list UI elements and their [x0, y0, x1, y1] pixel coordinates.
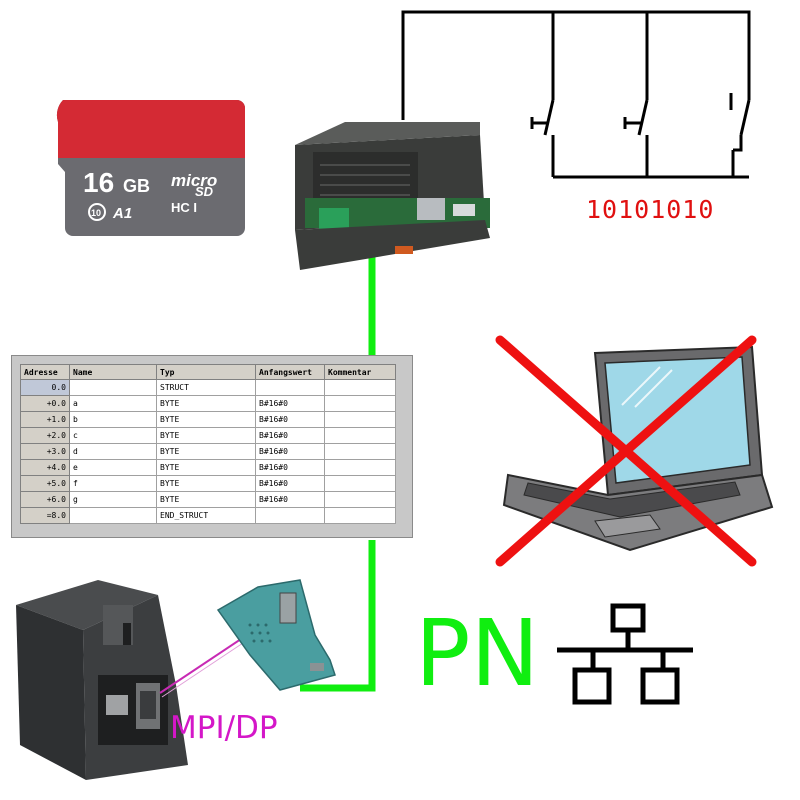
db-cell-name: f [69, 475, 157, 492]
db-cell-name [69, 507, 157, 524]
db-cell-name: a [69, 395, 157, 412]
db-cell-comment [324, 443, 396, 460]
db-cell-type: BYTE [156, 411, 256, 428]
db-col-header-name: Name [69, 364, 157, 380]
table-row: 0.0 STRUCT [20, 379, 396, 396]
db-col-header-address: Adresse [20, 364, 70, 380]
db-cell-comment [324, 475, 396, 492]
db-cell-type: BYTE [156, 491, 256, 508]
sd-capacity: 16 [83, 167, 114, 198]
db-cell-initial: B#16#0 [255, 459, 325, 476]
network-topology-icon [557, 603, 693, 705]
db-cell-initial [255, 507, 325, 524]
db-cell-comment [324, 395, 396, 412]
db-cell-address: +1.0 [20, 411, 70, 428]
db-cell-comment [324, 427, 396, 444]
switch-circuit-icon [401, 10, 751, 179]
gateway-device-icon [295, 122, 490, 270]
db-cell-address: +4.0 [20, 459, 70, 476]
switch-bits-label: 10101010 [586, 195, 715, 224]
db-cell-address: +3.0 [20, 443, 70, 460]
db-cell-type: BYTE [156, 475, 256, 492]
sd-brand-line1: micro [171, 171, 217, 190]
db-cell-type: STRUCT [156, 379, 256, 396]
db-cell-name: e [69, 459, 157, 476]
sd-class-mark: 10 [91, 208, 101, 218]
db-cell-address: =8.0 [20, 507, 70, 524]
db-cell-name: g [69, 491, 157, 508]
sd-app-class: A1 [112, 205, 132, 222]
db-table-window: Adresse Name Typ Anfangswert Kommentar 0… [11, 355, 413, 538]
sd-card-icon: 16 GB micro SD HC I 10 A1 [56, 100, 245, 236]
db-cell-initial: B#16#0 [255, 475, 325, 492]
pn-label: PN [415, 600, 540, 707]
db-col-header-initial: Anfangswert [255, 364, 325, 380]
db-cell-name: b [69, 411, 157, 428]
mpi-adapter-icon [159, 579, 336, 698]
db-table: Adresse Name Typ Anfangswert Kommentar 0… [20, 364, 396, 524]
db-cell-type: END_STRUCT [156, 507, 256, 524]
db-cell-comment [324, 379, 396, 396]
db-cell-comment [324, 411, 396, 428]
db-table-header-row: Adresse Name Typ Anfangswert Kommentar [20, 364, 396, 380]
sd-hc-mark: HC I [171, 200, 197, 215]
db-cell-name: c [69, 427, 157, 444]
db-cell-address: 0.0 [20, 379, 70, 396]
db-cell-initial: B#16#0 [255, 443, 325, 460]
db-cell-comment [324, 491, 396, 508]
db-cell-name: d [69, 443, 157, 460]
db-cell-type: BYTE [156, 395, 256, 412]
db-cell-address: +5.0 [20, 475, 70, 492]
db-cell-initial: B#16#0 [255, 491, 325, 508]
db-col-header-type: Typ [156, 364, 256, 380]
plc-cpu-icon [16, 580, 188, 780]
db-cell-initial [255, 379, 325, 396]
db-cell-initial: B#16#0 [255, 411, 325, 428]
db-cell-type: BYTE [156, 427, 256, 444]
db-cell-comment [324, 459, 396, 476]
db-cell-address: +6.0 [20, 491, 70, 508]
db-cell-type: BYTE [156, 459, 256, 476]
db-cell-comment [324, 507, 396, 524]
db-cell-initial: B#16#0 [255, 427, 325, 444]
cross-icon [495, 335, 757, 567]
link-table-to-adapter [300, 540, 376, 692]
sd-unit: GB [123, 176, 150, 196]
db-cell-initial: B#16#0 [255, 395, 325, 412]
db-cell-address: +2.0 [20, 427, 70, 444]
db-cell-name [69, 379, 157, 396]
db-col-header-comment: Kommentar [324, 364, 396, 380]
sd-brand-line2: SD [195, 184, 214, 199]
db-cell-type: BYTE [156, 443, 256, 460]
db-cell-address: +0.0 [20, 395, 70, 412]
mpi-dp-label: MPI/DP [170, 710, 278, 746]
table-row: =8.0 END_STRUCT [20, 507, 396, 524]
